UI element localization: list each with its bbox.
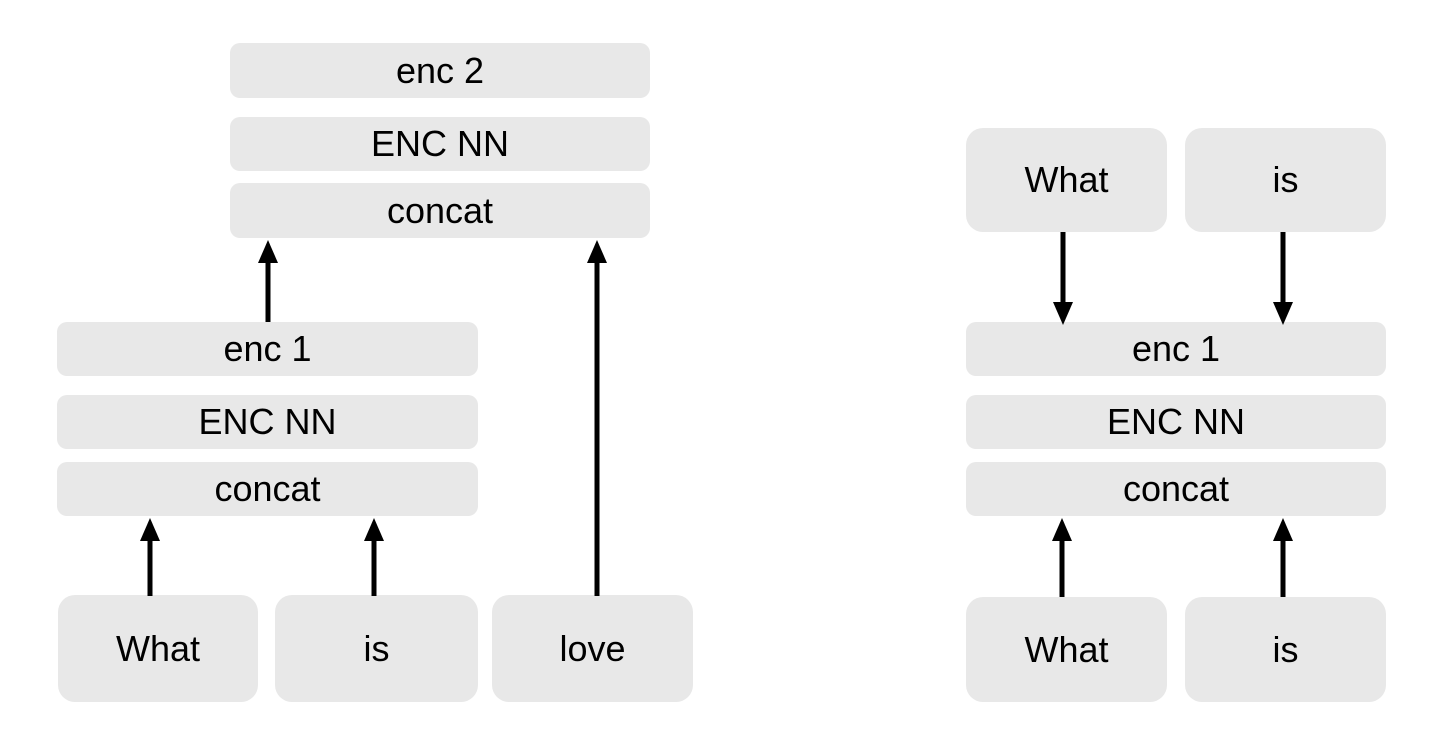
arrow-top-what-to-enc1-icon xyxy=(1053,232,1073,325)
left-top-stack-enc-nn-box: ENC NN xyxy=(230,117,650,171)
right-stack-concat-box: concat xyxy=(966,462,1386,516)
left-token-what-box: What xyxy=(58,595,258,702)
arrow-bottom-is-to-concat-icon xyxy=(1273,518,1293,597)
arrow-enc1-to-top-concat-icon xyxy=(258,240,278,322)
right-stack-enc-nn-box: ENC NN xyxy=(966,395,1386,449)
right-bottom-token-is-box: is xyxy=(1185,597,1386,702)
right-top-token-what-box: What xyxy=(966,128,1167,232)
arrow-what-to-mid-concat-icon xyxy=(140,518,160,596)
left-top-stack-concat-box: concat xyxy=(230,183,650,238)
left-token-is-box: is xyxy=(275,595,478,702)
right-top-token-is-box: is xyxy=(1185,128,1386,232)
arrow-top-is-to-enc1-icon xyxy=(1273,232,1293,325)
arrow-love-to-top-concat-icon xyxy=(587,240,607,596)
right-bottom-token-what-box: What xyxy=(966,597,1167,702)
left-mid-stack-enc-nn-box: ENC NN xyxy=(57,395,478,449)
left-top-stack-enc2-box: enc 2 xyxy=(230,43,650,98)
right-stack-enc1-box: enc 1 xyxy=(966,322,1386,376)
arrow-bottom-what-to-concat-icon xyxy=(1052,518,1072,597)
arrow-is-to-mid-concat-icon xyxy=(364,518,384,596)
left-mid-stack-concat-box: concat xyxy=(57,462,478,516)
left-mid-stack-enc1-box: enc 1 xyxy=(57,322,478,376)
left-token-love-box: love xyxy=(492,595,693,702)
